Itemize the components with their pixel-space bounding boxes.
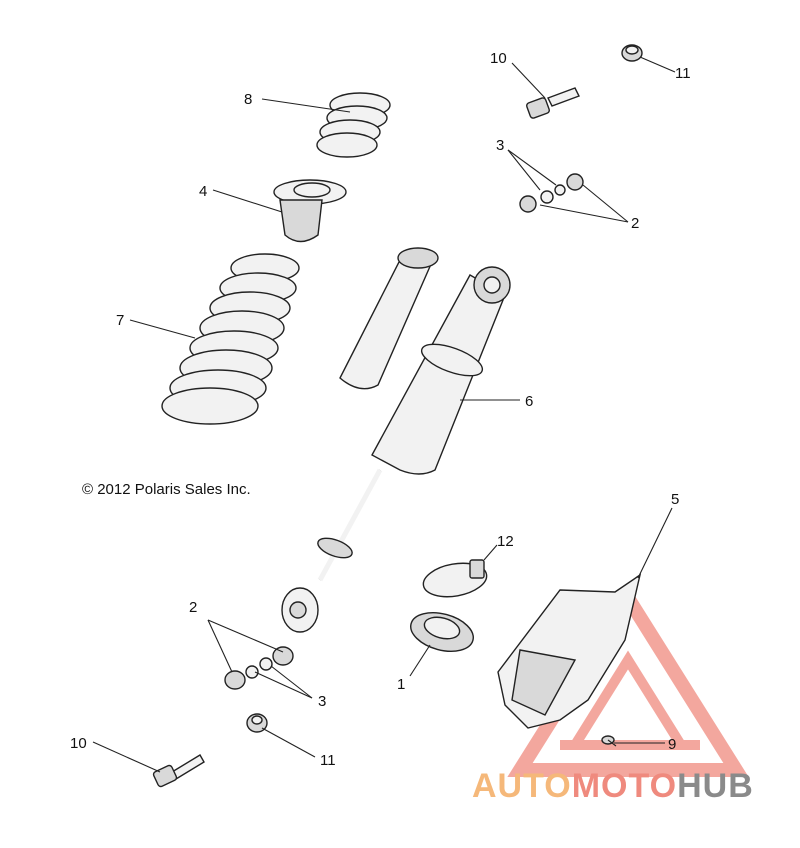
callout-6: 6 (525, 393, 533, 410)
callout-9: 9 (668, 736, 676, 753)
callout-12: 12 (497, 533, 514, 550)
nut-part-bottom (246, 713, 268, 733)
leader-lines (92, 56, 676, 773)
bolt-part-bottom (152, 754, 205, 788)
callout-11-top: 11 (675, 65, 691, 82)
nut-part-top (621, 44, 643, 62)
callout-1: 1 (397, 676, 405, 693)
callout-2-top: 2 (631, 215, 639, 232)
callout-labels: 10 11 8 3 2 4 7 6 5 12 2 1 3 10 11 9 (70, 50, 691, 769)
large-spring-part (161, 253, 300, 425)
shock-absorber-part (281, 247, 511, 633)
callout-10-bottom: 10 (70, 735, 87, 752)
bushings-bottom (224, 646, 294, 690)
callout-11-bottom: 11 (320, 752, 336, 769)
callout-4: 4 (199, 183, 207, 200)
small-spring-part (316, 92, 391, 158)
watermark-hub: HUB (677, 767, 754, 805)
watermark-text: AUTOMOTOHUB (472, 767, 754, 805)
bolt-part-top (526, 87, 580, 119)
callout-5: 5 (671, 491, 679, 508)
adjuster-ring-part (410, 612, 474, 652)
callout-3-bottom: 3 (318, 693, 326, 710)
callout-7: 7 (116, 312, 124, 329)
spring-seat-part (273, 179, 347, 243)
callout-8: 8 (244, 91, 252, 108)
bushings-top (519, 173, 584, 213)
callout-10-top: 10 (490, 50, 507, 67)
callout-2-bottom: 2 (189, 599, 197, 616)
clip-part (422, 559, 488, 598)
copyright-text: © 2012 Polaris Sales Inc. (82, 481, 251, 498)
watermark-moto: MOTO (572, 767, 677, 805)
watermark-auto: AUTO (472, 767, 572, 805)
shock-guard-part (497, 573, 642, 729)
callout-3-top: 3 (496, 137, 504, 154)
screw-part (601, 735, 617, 747)
